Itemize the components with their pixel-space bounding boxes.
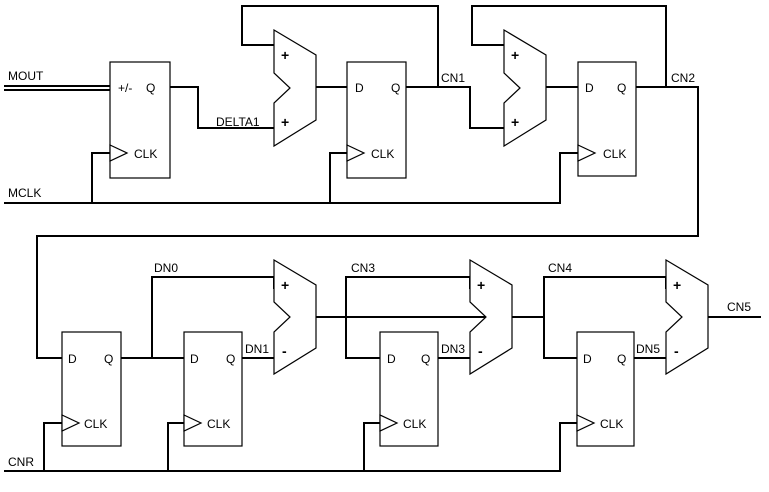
signal-label-dn5: DN5 [636, 342, 660, 356]
plus-sign: + [673, 277, 681, 293]
plus-sign: + [511, 47, 519, 63]
signal-label-mout: MOUT [8, 69, 44, 83]
signal-label-dn0: DN0 [154, 261, 178, 275]
flip-flop-updown: +/- Q CLK [109, 61, 171, 179]
subtractor-2: + - [469, 258, 513, 376]
pin-clk: CLK [207, 417, 230, 431]
pin-q: Q [146, 81, 155, 95]
pin-q: Q [617, 81, 626, 95]
wires [4, 5, 761, 472]
minus-sign: - [674, 343, 679, 359]
pin-d: D [583, 352, 592, 366]
pin-clk: CLK [403, 417, 426, 431]
pin-clk: CLK [371, 147, 394, 161]
signal-label-cn2: CN2 [671, 71, 695, 85]
flip-flop-dn3: D Q CLK [379, 331, 439, 447]
pin-q: Q [617, 352, 626, 366]
pin-q: Q [226, 352, 235, 366]
pin-d: D [387, 352, 396, 366]
pin-d: D [585, 81, 594, 95]
pin-updown: +/- [118, 81, 132, 95]
pin-q: Q [421, 352, 430, 366]
pin-d: D [68, 352, 77, 366]
plus-sign: + [477, 277, 485, 293]
plus-sign: + [281, 47, 289, 63]
flip-flop-dn1: D Q CLK [183, 331, 243, 447]
signal-label-cn4: CN4 [548, 261, 572, 275]
plus-sign: + [511, 114, 519, 130]
adder-2: + + [503, 28, 547, 148]
adder-1: + + [273, 28, 317, 148]
subtractor-1: + - [273, 258, 317, 376]
pin-q: Q [391, 81, 400, 95]
pin-clk: CLK [600, 417, 623, 431]
plus-sign: + [281, 277, 289, 293]
signal-label-dn1: DN1 [245, 342, 269, 356]
signal-label-cn1: CN1 [441, 71, 465, 85]
signal-label-cn3: CN3 [351, 261, 375, 275]
pin-clk: CLK [603, 147, 626, 161]
flip-flop-cn2: D Q CLK [577, 61, 637, 177]
plus-sign: + [281, 114, 289, 130]
pin-clk: CLK [84, 417, 107, 431]
flip-flop-dn5: D Q CLK [576, 331, 635, 447]
pin-d: D [190, 352, 199, 366]
signal-labels: MOUT MCLK DELTA1 CN1 CN2 DN0 DN1 CN3 DN3… [8, 69, 751, 469]
minus-sign: - [478, 343, 483, 359]
signal-label-cn5: CN5 [727, 300, 751, 314]
signal-label-cnr: CNR [8, 455, 34, 469]
signal-label-mclk: MCLK [8, 186, 41, 200]
signal-label-dn3: DN3 [441, 342, 465, 356]
pin-clk: CLK [134, 147, 157, 161]
signal-label-delta1: DELTA1 [216, 115, 260, 129]
flip-flop-cn1: D Q CLK [346, 61, 407, 179]
subtractor-3: + - [665, 258, 709, 376]
minus-sign: - [282, 343, 287, 359]
pin-q: Q [104, 352, 113, 366]
flip-flop-dn0: D Q CLK [61, 331, 122, 447]
pin-d: D [355, 81, 364, 95]
